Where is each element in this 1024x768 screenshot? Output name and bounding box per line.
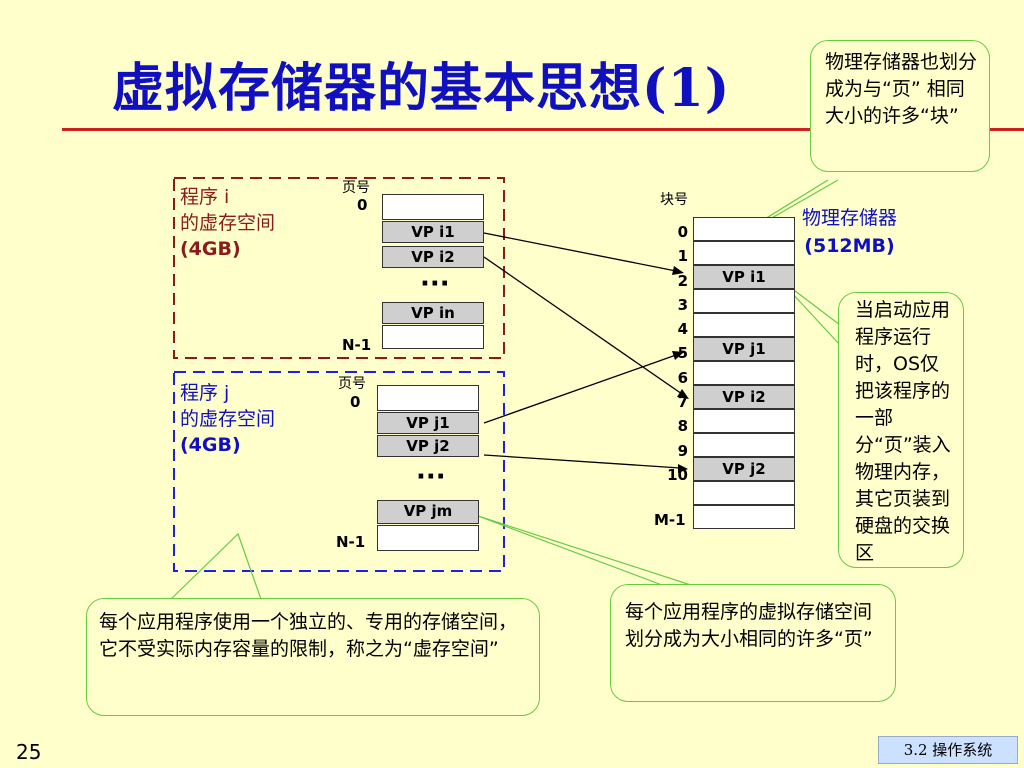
physical-block-column: VP i1 VP j1 VP i2 VP j2 [693,217,795,529]
program-i-name: 程序 i [180,186,230,208]
vp-i2: VP i2 [382,246,484,268]
block-index: 4 [677,320,688,339]
block-6 [693,361,795,385]
arrow-vpj2-to-block10 [483,454,681,469]
block-index: 9 [677,441,688,460]
callout-pages-split: 每个应用程序的虚拟存储空间划分成为大小相同的许多“页” [610,584,896,702]
title-divider [62,128,1024,131]
callout-os-loads: 当启动应用程序运行时，OS仅把该程序的一部分“页”装入物理内存，其它页装到硬盘的… [838,292,964,568]
block-9 [693,433,795,457]
vp-i-slot-last [382,325,484,349]
section-tag: 3.2 操作系统 [878,736,1018,764]
callout-virtual-space: 每个应用程序使用一个独立的、专用的存储空间，它不受实际内存容量的限制，称之为“虚… [86,598,540,716]
program-i-ellipsis: ··· [420,269,450,299]
block-no-label: 块号 [660,192,688,208]
program-j-space: 的虚存空间 [180,408,276,430]
block-8 [693,409,795,433]
physical-memory-size: (512MB) [804,235,895,257]
physical-memory-label: 物理存储器 (512MB) [802,204,897,260]
physical-memory-name: 物理存储器 [802,207,898,229]
block-index: 1 [677,247,688,266]
arrow-vpi1-to-block2 [483,232,677,272]
block-index: 6 [677,368,688,387]
block-10: VP j2 [693,457,795,481]
vp-i1: VP i1 [382,221,484,243]
block-index-last: M-1 [654,511,686,529]
block-last [693,505,795,529]
block-4 [693,313,795,337]
block-3 [693,289,795,313]
program-j-region [173,371,505,572]
block-index: 2 [677,271,688,290]
block-index: 10 [667,465,688,484]
callout-os-loads-text: 当启动应用程序运行时，OS仅把该程序的一部分“页”装入物理内存，其它页装到硬盘的… [855,299,951,564]
vp-j1: VP j1 [377,412,479,434]
block-index: 3 [677,295,688,314]
program-i-size: (4GB) [180,238,241,260]
block-7: VP i2 [693,385,795,409]
block-index: 0 [677,223,688,241]
block-index-column: 0 1 2 3 4 5 6 7 8 9 10 [666,220,688,487]
vp-j-slot-last [377,525,479,551]
program-i-index-last: N-1 [342,336,372,354]
callout-virtual-space-text: 每个应用程序使用一个独立的、专用的存储空间，它不受实际内存容量的限制，称之为“虚… [99,611,518,660]
vp-i-slot-0 [382,194,484,220]
program-i-space: 的虚存空间 [180,212,276,234]
program-j-index-first: 0 [350,393,361,411]
vp-j2: VP j2 [377,435,479,457]
arrow-vpj1-to-block5 [483,354,677,424]
block-index: 8 [677,417,688,436]
vp-in: VP in [382,302,484,324]
program-j-label: 程序 j 的虚存空间 (4GB) [180,380,275,458]
vp-jm: VP jm [377,500,479,524]
arrow-vpi2-to-block7 [483,256,683,395]
program-i-index-first: 0 [357,196,368,214]
program-j-size: (4GB) [180,434,241,456]
callout-pointer-virtual [167,532,263,603]
program-j-index-last: N-1 [336,533,366,551]
callout-physical-pages-text: 物理存储器也划分成为与“页” 相同大小的许多“块” [825,51,978,127]
program-i-label: 程序 i 的虚存空间 (4GB) [180,184,275,262]
block-5: VP j1 [693,337,795,361]
page-title: 虚拟存储器的基本思想(1) [112,58,731,119]
block-2: VP i1 [693,265,795,289]
program-j-name: 程序 j [180,382,230,404]
program-j-page-no-label: 页号 [338,376,366,392]
program-i-region [173,177,505,359]
block-11 [693,481,795,505]
program-j-ellipsis: ··· [416,462,446,492]
callout-physical-pages: 物理存储器也划分成为与“页” 相同大小的许多“块” [810,40,990,172]
program-i-page-no-label: 页号 [342,180,370,196]
block-index: 7 [677,393,688,412]
vp-j-slot-0 [377,385,479,411]
block-0 [693,217,795,241]
block-1 [693,241,795,265]
callout-pages-split-text: 每个应用程序的虚拟存储空间划分成为大小相同的许多“页” [625,601,873,650]
block-index: 5 [677,344,688,363]
slide-number: 25 [16,740,42,764]
